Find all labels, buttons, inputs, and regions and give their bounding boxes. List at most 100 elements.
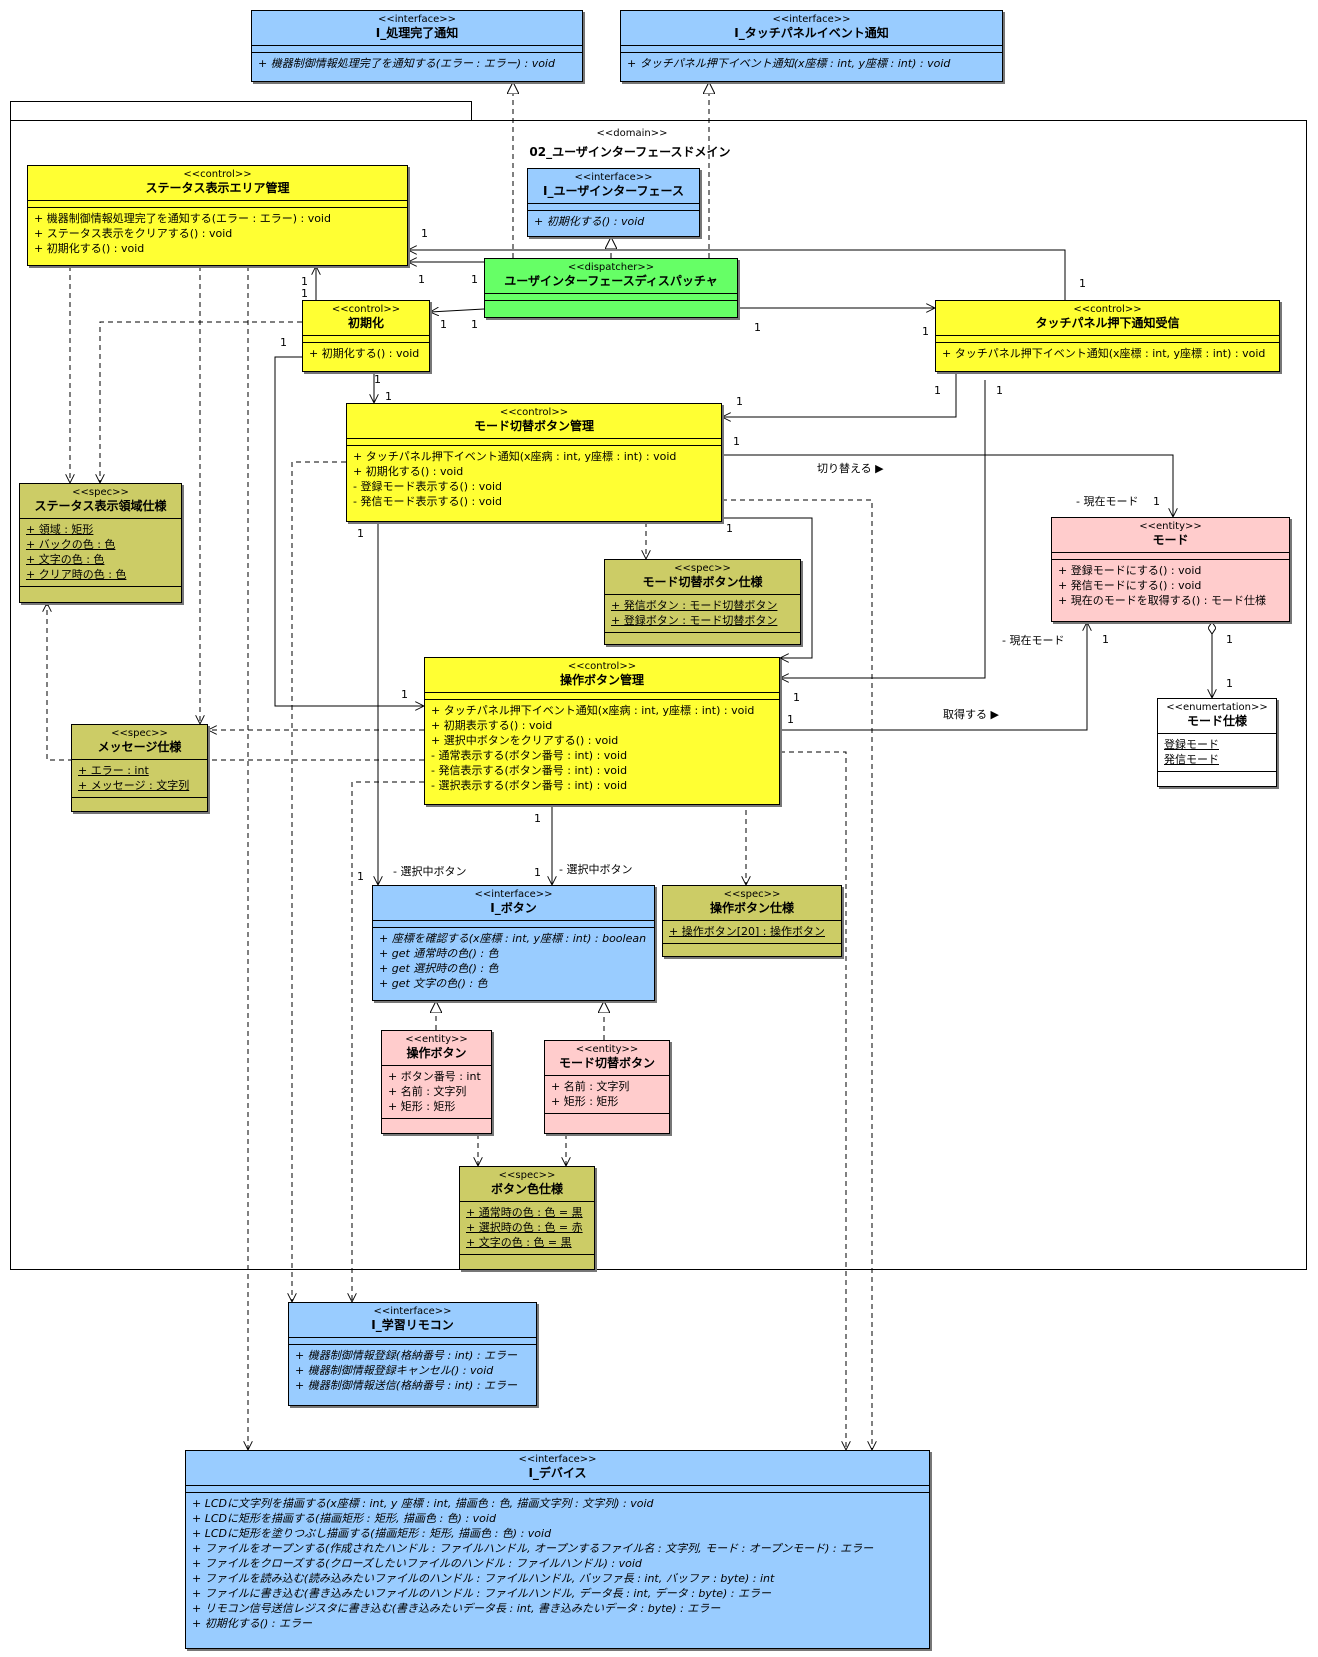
class-button-if: <<interface>>I_ボタン+ 座標を確認する(x座標 : int, y…	[372, 885, 655, 1001]
operation-row: + 登録モードにする() : void	[1058, 564, 1202, 577]
operation-row: - 通常表示する(ボタン番号 : int) : void	[431, 749, 628, 762]
attribute-compartment: + 通常時の色 : 色 = 黒+ 選択時の色 : 色 = 赤+ 文字の色 : 色…	[460, 1202, 594, 1255]
operation-compartment	[20, 587, 181, 593]
mult-14: 1	[934, 384, 941, 397]
class-name: モード切替ボタン仕様	[642, 575, 763, 589]
attribute-row: + 名前 : 文字列	[551, 1080, 630, 1093]
attribute-compartment	[528, 204, 699, 211]
class-name: ステータス表示領域仕様	[34, 499, 167, 513]
class-shori: <<interface>>I_処理完了通知+ 機器制御情報処理完了を通知する(エ…	[251, 10, 583, 82]
attribute-compartment	[936, 336, 1279, 343]
operation-row: + 座標を確認する(x座標 : int, y座標 : int) : boolea…	[379, 932, 647, 945]
operation-compartment	[545, 1114, 669, 1120]
edge-opbtnmgr-mode	[780, 622, 1087, 731]
operation-compartment: + 機器制御情報処理完了を通知する(エラー : エラー) : void+ ステー…	[28, 208, 407, 260]
mult-25: 1	[793, 691, 800, 704]
mult-12: 1	[374, 373, 381, 386]
mult-29: 1	[534, 866, 541, 879]
operation-row: + 機器制御情報送信(格納番号 : int) : エラー	[295, 1379, 518, 1392]
class-stereotype: <<interface>>	[373, 1306, 452, 1317]
class-op-btn: <<entity>>操作ボタン+ ボタン番号 : int+ 名前 : 文字列+ …	[381, 1030, 492, 1134]
operation-row: + 初期化する() : void	[353, 465, 464, 478]
operation-row: + 初期化する() : エラー	[192, 1617, 312, 1630]
class-header: <<control>>操作ボタン管理	[425, 658, 779, 693]
class-stereotype: <<spec>>	[72, 487, 129, 498]
operation-compartment: + 初期化する() : void	[528, 211, 699, 233]
attribute-row: + 操作ボタン[20] : 操作ボタン	[669, 925, 825, 938]
class-stereotype: <<dispatcher>>	[567, 262, 655, 273]
operation-compartment: + 初期化する() : void	[303, 343, 429, 365]
mult-18: 1	[1153, 495, 1160, 508]
operation-compartment	[605, 633, 800, 639]
operation-compartment	[72, 798, 207, 804]
attribute-compartment	[186, 1486, 929, 1493]
edge-touchrecv-modebtnmgr	[722, 372, 957, 417]
mult-22: 1	[1226, 633, 1233, 646]
class-name: ユーザインターフェースディスパッチャ	[504, 274, 718, 288]
attribute-row: + 通常時の色 : 色 = 黒	[466, 1206, 583, 1219]
mult-13: 1	[385, 390, 392, 403]
class-mode-btn-mgr: <<control>>モード切替ボタン管理+ タッチパネル押下イベント通知(x座…	[346, 403, 722, 522]
label-current-mode-1: - 現在モード	[1076, 495, 1139, 508]
operation-row: + 機器制御情報処理完了を通知する(エラー : エラー) : void	[258, 57, 555, 70]
attribute-compartment	[373, 921, 654, 928]
class-name: モード	[1152, 533, 1189, 547]
operation-row: + ステータス表示をクリアする() : void	[34, 227, 233, 240]
attribute-compartment	[425, 693, 779, 700]
attribute-row: + 矩形 : 矩形	[551, 1095, 619, 1108]
operation-compartment: + 機器制御情報処理完了を通知する(エラー : エラー) : void	[252, 53, 582, 75]
class-dispatcher: <<dispatcher>>ユーザインターフェースディスパッチャ	[484, 258, 738, 318]
operation-compartment: + 登録モードにする() : void+ 発信モードにする() : void+ …	[1052, 560, 1289, 612]
class-touch-if: <<interface>>I_タッチパネルイベント通知+ タッチパネル押下イベン…	[620, 10, 1003, 82]
dep-modebtnmgr-remocon	[292, 461, 346, 1302]
operation-row: + タッチパネル押下イベント通知(x座病 : int, y座標 : int) :…	[353, 450, 677, 463]
attribute-row: + 名前 : 文字列	[388, 1085, 467, 1098]
class-msg-spec: <<spec>>メッセージ仕様+ エラー : int+ メッセージ : 文字列	[71, 724, 208, 812]
edge-touchrecv-status	[408, 250, 1066, 300]
operation-row: - 発信表示する(ボタン番号 : int) : void	[431, 764, 628, 777]
class-name: 初期化	[347, 316, 384, 330]
label-current-mode-2: - 現在モード	[1002, 634, 1065, 647]
mult-23: 1	[1226, 677, 1233, 690]
class-stereotype: <<spec>>	[674, 563, 731, 574]
mult-27: 1	[534, 812, 541, 825]
operation-row: + LCDに文字列を描画する(x座標 : int, y 座標 : int, 描画…	[192, 1497, 654, 1510]
class-stereotype: <<interface>>	[574, 172, 653, 183]
class-stereotype: <<control>>	[499, 407, 569, 418]
class-header: <<spec>>メッセージ仕様	[72, 725, 207, 760]
class-name: 操作ボタン仕様	[709, 901, 794, 915]
operation-compartment: + タッチパネル押下イベント通知(x座標 : int, y座標 : int) :…	[621, 53, 1002, 75]
operation-row: + 初期表示する() : void	[431, 719, 553, 732]
operation-row: + 初期化する() : void	[309, 347, 420, 360]
class-init: <<control>>初期化+ 初期化する() : void	[302, 300, 430, 372]
attribute-row: + クリア時の色 : 色	[26, 568, 127, 581]
dep-opbtnmgr-statusspec	[47, 603, 424, 761]
mult-5: 1	[301, 287, 308, 300]
class-mode: <<entity>>モード + 登録モードにする() : void+ 発信モードに…	[1051, 517, 1290, 622]
edge-modebtnmgr-mode	[722, 454, 1173, 517]
attribute-row: + バックの色 : 色	[26, 538, 116, 551]
dep-opbtnmgr-remocon	[352, 781, 424, 1302]
class-header: <<entity>>モード	[1052, 518, 1289, 553]
edge-modebtnmgr-opbtnmgr	[722, 517, 813, 658]
class-stereotype: <<entity>>	[405, 1034, 468, 1045]
class-name: モード仕様	[1186, 714, 1247, 728]
class-header: <<spec>>モード切替ボタン仕様	[605, 560, 800, 595]
attribute-compartment	[289, 1338, 536, 1345]
operation-row: - 登録モード表示する() : void	[353, 480, 503, 493]
class-remocon: <<interface>>I_学習リモコン+ 機器制御情報登録(格納番号 : i…	[288, 1302, 537, 1406]
mult-17: 1	[733, 435, 740, 448]
class-stereotype: <<spec>>	[723, 889, 781, 900]
operation-row: + ファイルをクローズする(クローズしたいファイルのハンドル : ファイルハンド…	[192, 1557, 642, 1570]
attribute-compartment	[621, 46, 1002, 53]
attribute-row: + メッセージ : 文字列	[78, 779, 190, 792]
class-header: <<spec>>ボタン色仕様	[460, 1167, 594, 1202]
class-stereotype: <<entity>>	[1139, 521, 1202, 532]
operation-row: + タッチパネル押下イベント通知(x座標 : int, y座標 : int) :…	[627, 57, 951, 70]
mult-2: 1	[418, 273, 425, 286]
attribute-compartment	[347, 439, 721, 446]
class-op-btn-spec: <<spec>>操作ボタン仕様 + 操作ボタン[20] : 操作ボタン	[662, 885, 842, 957]
class-stereotype: <<interface>>	[518, 1454, 597, 1465]
operation-row: + タッチパネル押下イベント通知(x座標 : int, y座標 : int) :…	[942, 347, 1266, 360]
class-mode-btn-spec: <<spec>>モード切替ボタン仕様+ 発信ボタン : モード切替ボタン+ 登録…	[604, 559, 801, 645]
